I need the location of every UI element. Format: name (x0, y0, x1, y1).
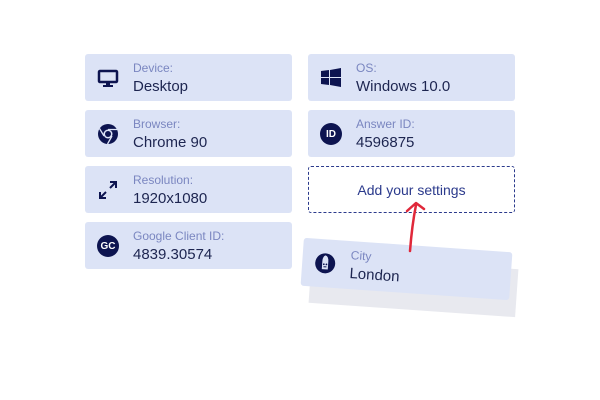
monitor-icon (97, 69, 119, 87)
add-settings-dropzone[interactable]: Add your settings (308, 166, 515, 213)
os-card: OS: Windows 10.0 (308, 54, 515, 101)
os-label: OS: (356, 61, 377, 75)
chrome-icon (98, 124, 118, 145)
device-card: Device: Desktop (85, 54, 292, 101)
city-card-dragging[interactable]: City London (300, 237, 513, 301)
resolution-card: Resolution: 1920x1080 (85, 166, 292, 213)
london-guard-icon (315, 253, 336, 274)
windows-icon (321, 68, 341, 87)
city-label: City (350, 248, 372, 264)
google-client-id-value: 4839.30574 (133, 246, 213, 263)
browser-label: Browser: (133, 117, 181, 131)
google-client-id-card: GC Google Client ID: 4839.30574 (85, 222, 292, 269)
browser-value: Chrome 90 (133, 134, 208, 151)
device-label: Device: (133, 61, 174, 75)
answer-id-label: Answer ID: (356, 117, 415, 131)
add-settings-label: Add your settings (357, 181, 466, 198)
expand-icon (99, 181, 117, 199)
os-value: Windows 10.0 (356, 78, 451, 95)
city-value: London (348, 265, 401, 286)
resolution-value: 1920x1080 (133, 190, 208, 207)
gc-icon: GC (97, 235, 119, 257)
arrow-icon (405, 201, 426, 253)
resolution-label: Resolution: (133, 173, 194, 187)
answer-id-card: ID Answer ID: 4596875 (308, 110, 515, 157)
google-client-id-label: Google Client ID: (133, 229, 225, 243)
id-icon: ID (320, 123, 342, 145)
answer-id-value: 4596875 (356, 134, 415, 151)
device-value: Desktop (133, 78, 189, 95)
browser-card: Browser: Chrome 90 (85, 110, 292, 157)
